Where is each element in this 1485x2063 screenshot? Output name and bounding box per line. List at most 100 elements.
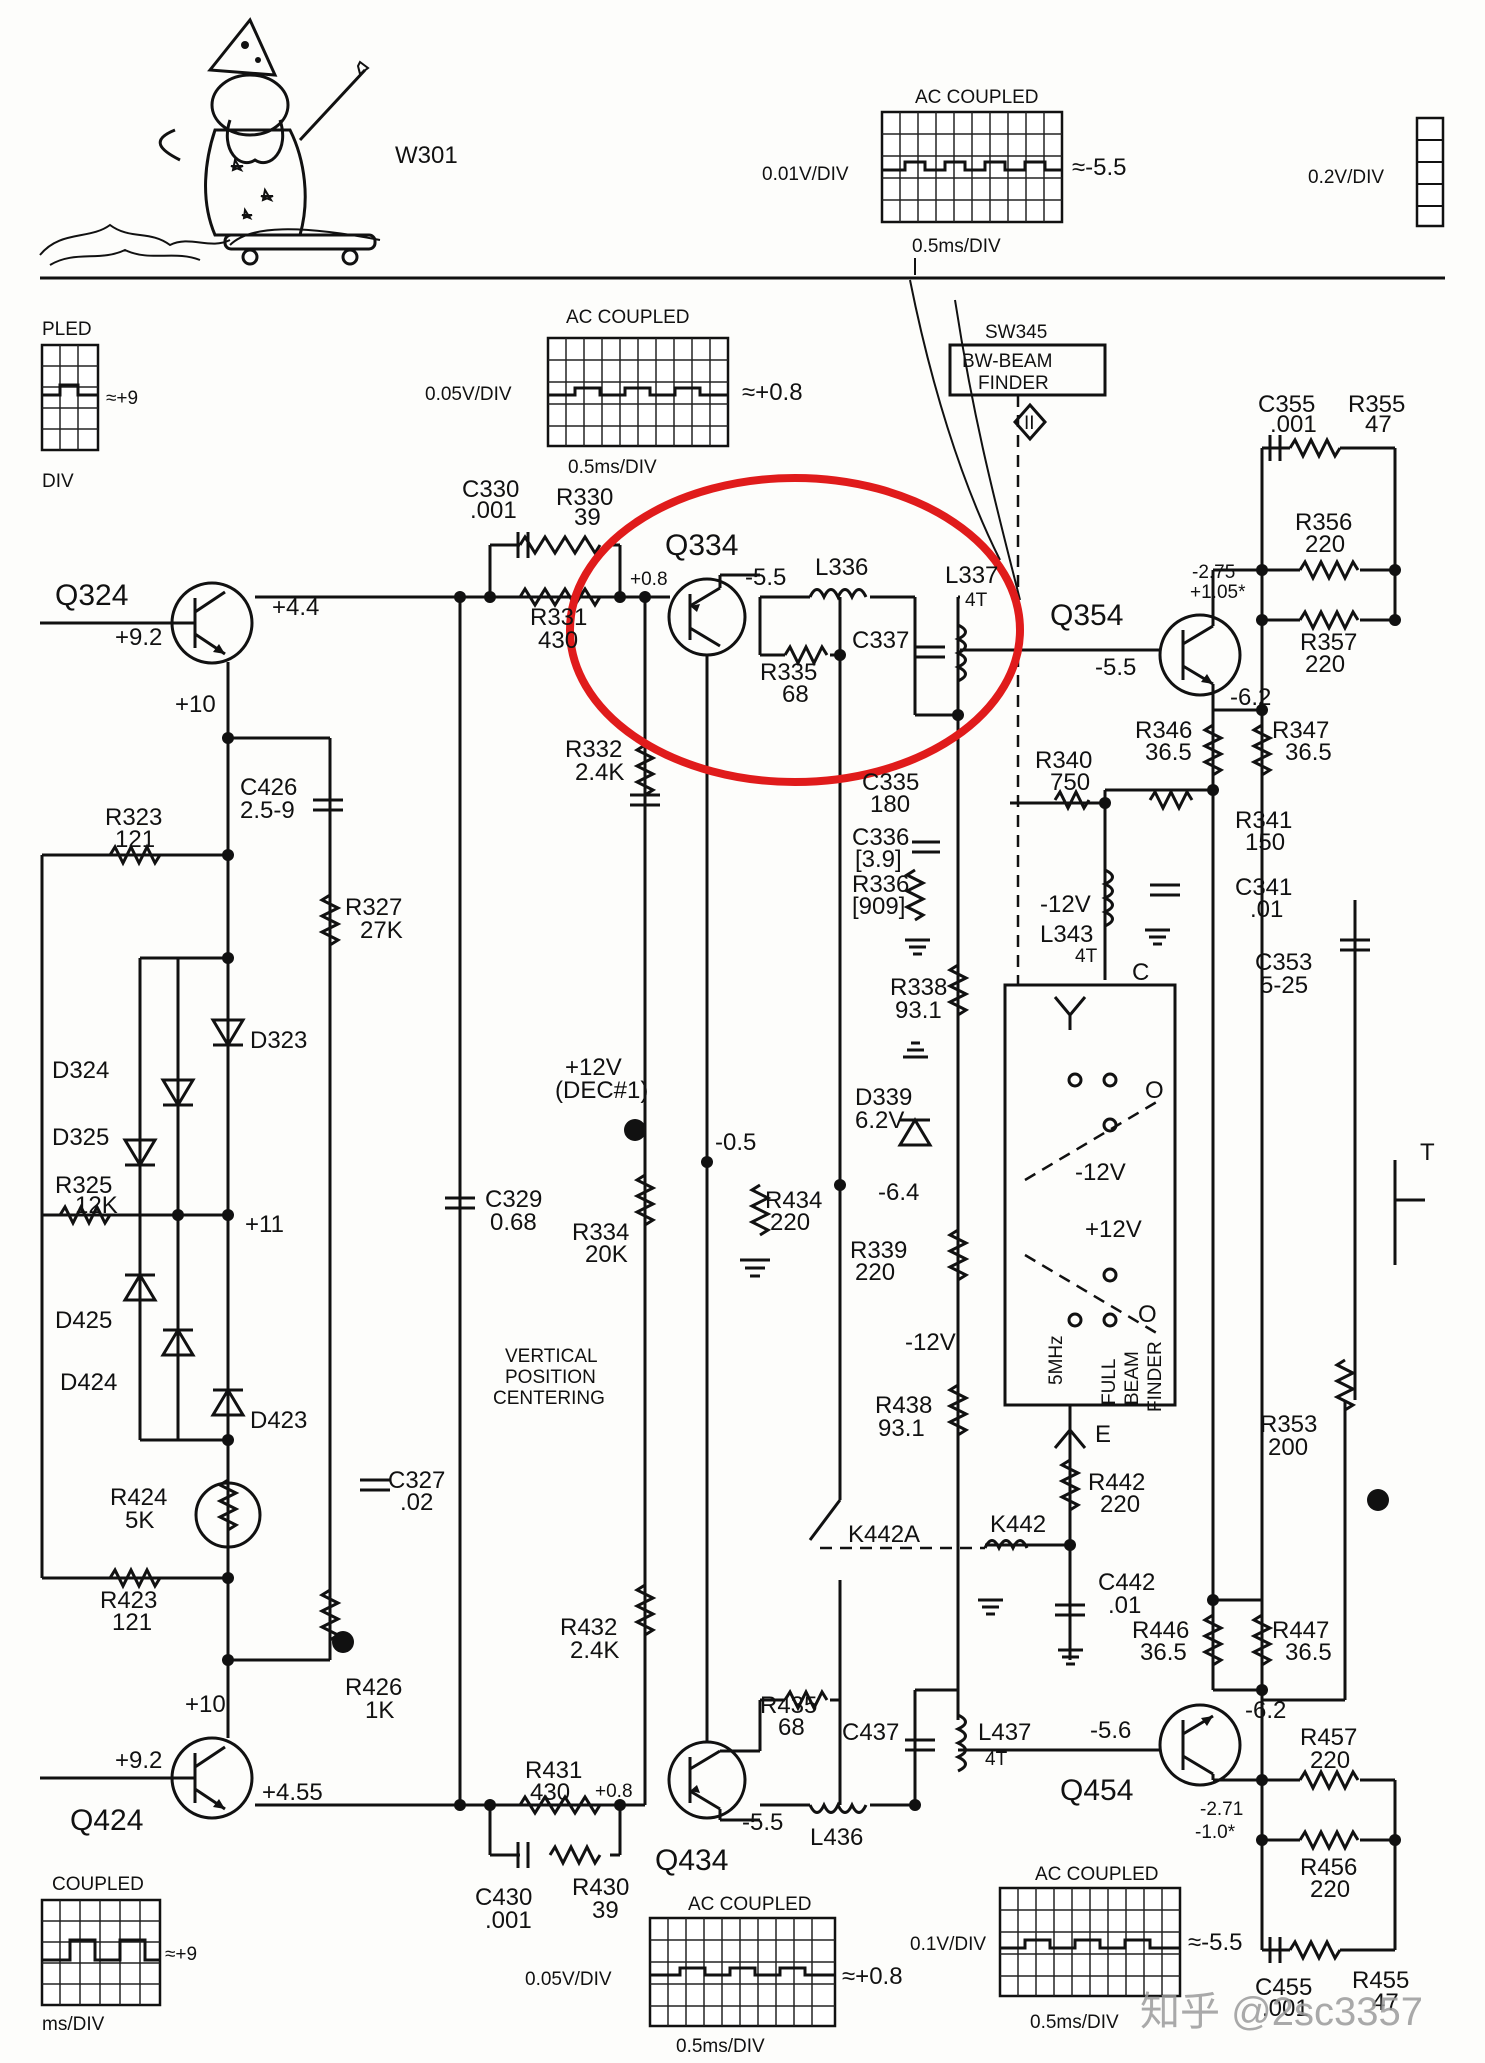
r325-ref: R325: [55, 1172, 112, 1199]
r340-val: 750: [1050, 769, 1090, 796]
scope-q434-level: ≈+0.8: [842, 1963, 903, 1990]
scope-q454: AC COUPLED 0.1V/DIV ≈-5.5 0.5ms/DIV: [910, 1864, 1243, 2033]
r347-val: 36.5: [1285, 739, 1332, 766]
r457-val: 220: [1310, 1747, 1350, 1774]
scope-q434-vdiv: 0.05V/DIV: [525, 1969, 612, 1990]
r332-ref: R332: [565, 736, 622, 763]
d339-ref: D339: [855, 1084, 912, 1111]
scope-q454-level: ≈-5.5: [1188, 1929, 1243, 1956]
r446-val: 36.5: [1140, 1639, 1187, 1666]
c341-ref: C341: [1235, 874, 1292, 901]
c329-ref: C329: [485, 1186, 542, 1213]
q454-symbol: [1158, 1703, 1242, 1787]
q334-ref: Q334: [665, 529, 738, 562]
scope-left-top-title: PLED: [42, 319, 92, 340]
p12b: +12V: [1085, 1216, 1142, 1243]
r355-val: 47: [1365, 411, 1392, 438]
c336-val: [3.9]: [855, 846, 902, 873]
q434-note: +0.8: [595, 1781, 633, 1802]
scope-top: AC COUPLED 0.01V/DIV ≈-5.5 0.5ms/DIV: [762, 87, 1127, 275]
d324-ref: D324: [52, 1057, 109, 1084]
r431-val: 430: [530, 1779, 570, 1806]
q424-note: +4.55: [262, 1779, 323, 1806]
r455-ref: R455: [1352, 1967, 1409, 1994]
q434-ref: Q434: [655, 1844, 728, 1877]
n62b: -6.2: [1245, 1697, 1286, 1724]
c353-val: 5-25: [1260, 972, 1308, 999]
r431-ref: R431: [525, 1757, 582, 1784]
d424-ref: D424: [60, 1369, 117, 1396]
t-label: T: [1420, 1139, 1435, 1166]
r335-val: 68: [782, 681, 809, 708]
m12a: -12V: [1040, 891, 1091, 918]
r325-val: 12K: [75, 1192, 118, 1219]
scope-left-bottom-level: ≈+9: [165, 1944, 197, 1965]
r338-val: 93.1: [895, 997, 942, 1024]
r447-val: 36.5: [1285, 1639, 1332, 1666]
n64: -6.4: [878, 1179, 919, 1206]
r323-ref: R323: [105, 804, 162, 831]
scope-q454-vdiv: 0.1V/DIV: [910, 1934, 986, 1955]
sw-o2: O: [1138, 1301, 1157, 1328]
c442-val: .01: [1108, 1592, 1141, 1619]
vpc1: VERTICAL: [505, 1346, 598, 1367]
q324-note3: +10: [175, 691, 216, 718]
w301-label: W301: [395, 142, 458, 169]
c330-val: .001: [470, 497, 517, 524]
c329-val: 0.68: [490, 1209, 537, 1236]
watermark: 知乎 @2sc3357: [1140, 1990, 1423, 2034]
scope-top-title: AC COUPLED: [915, 87, 1039, 108]
component-labels: C330 .001 R330 39 R331 430 L336 L337 4T …: [52, 391, 1435, 2022]
c442-ref: C442: [1098, 1569, 1155, 1596]
r438-ref: R438: [875, 1392, 932, 1419]
q324-symbol: [40, 581, 254, 665]
l343-ref: L343: [1040, 921, 1093, 948]
d339-val: 6.2V: [855, 1107, 904, 1134]
p11: +11: [245, 1211, 284, 1238]
q454-note: -5.6: [1090, 1717, 1131, 1744]
c353-ref: C353: [1255, 949, 1312, 976]
k442-ref: K442: [990, 1511, 1046, 1538]
r447-ref: R447: [1272, 1617, 1329, 1644]
r330-ref: R330: [556, 484, 613, 511]
vpc3: CENTERING: [493, 1388, 605, 1409]
sw-o1: O: [1145, 1077, 1164, 1104]
c355-val: .001: [1270, 411, 1317, 438]
vpc2: POSITION: [505, 1367, 596, 1388]
c430-val: .001: [485, 1907, 532, 1934]
sw-c: C: [1132, 959, 1149, 986]
r442-val: 220: [1100, 1491, 1140, 1518]
k442a-ref: K442A: [848, 1521, 920, 1548]
r327-val: 27K: [360, 917, 403, 944]
q354-note: -5.5: [1095, 654, 1136, 681]
l337-val: 4T: [965, 590, 988, 611]
c455-val: .001: [1262, 1995, 1309, 2022]
r430-val: 39: [592, 1897, 619, 1924]
r455-val: 47: [1372, 1989, 1399, 2016]
m12b: -12V: [905, 1329, 956, 1356]
c330-ref: C330: [462, 476, 519, 503]
r341-ref: R341: [1235, 807, 1292, 834]
r340-ref: R340: [1035, 747, 1092, 774]
scope-left-top-level: ≈+9: [106, 388, 138, 409]
r331-ref: R331: [530, 604, 587, 631]
sw-finder: FINDER: [1145, 1341, 1166, 1412]
c336-ref: C336: [852, 824, 909, 851]
sw-beam: BEAM: [1122, 1351, 1143, 1405]
scope-q434: AC COUPLED 0.05V/DIV ≈+0.8 0.5ms/DIV: [525, 1894, 903, 2057]
l343-val: 4T: [1075, 946, 1098, 967]
q354-ref: Q354: [1050, 599, 1123, 632]
r423-val: 121: [112, 1609, 152, 1636]
r357-val: 220: [1305, 651, 1345, 678]
q434-note2: -5.5: [742, 1809, 783, 1836]
q424-note3: +10: [185, 1691, 226, 1718]
scope-right-top: 0.2V/DIV: [1308, 116, 1445, 228]
q334-note: +0.8: [630, 569, 668, 590]
r356-val: 220: [1305, 531, 1345, 558]
q424-ref: Q424: [70, 1804, 143, 1837]
r338-ref: R338: [890, 974, 947, 1001]
c335-val: 180: [870, 791, 910, 818]
scope-right-top-vdiv: 0.2V/DIV: [1308, 167, 1384, 188]
d425-ref: D425: [55, 1307, 112, 1334]
wires: [40, 446, 1425, 1952]
